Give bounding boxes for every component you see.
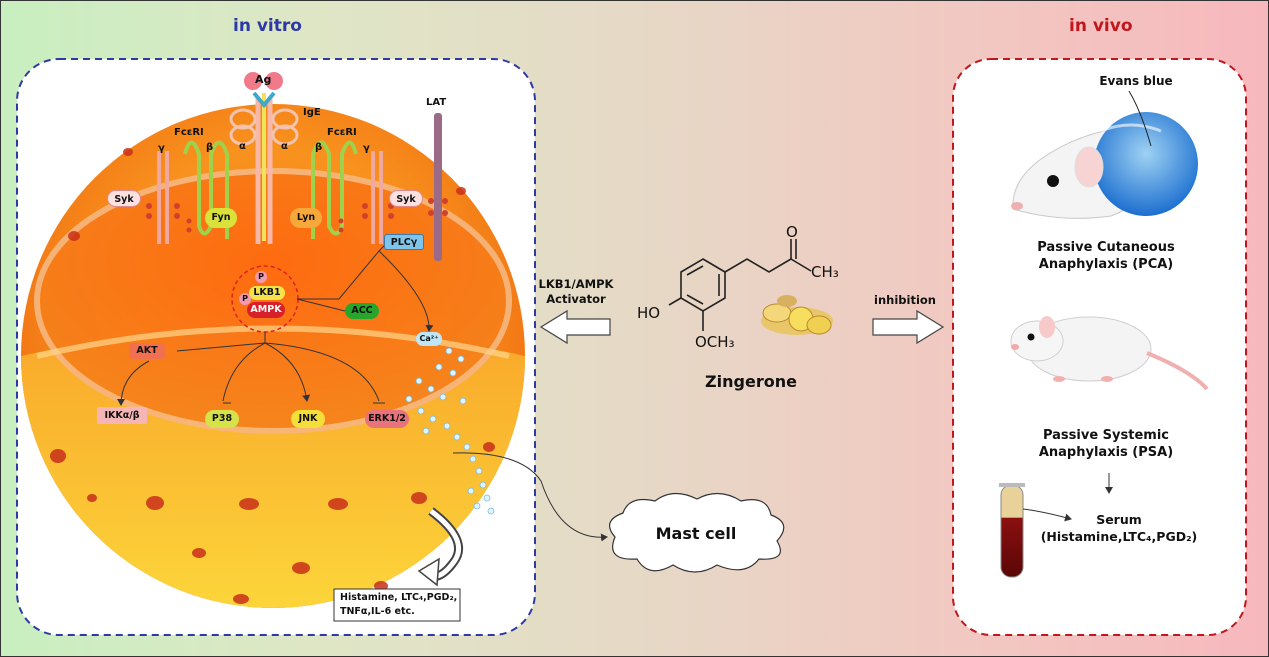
syk-right-node: Syk [389, 190, 423, 207]
beta-right-label: β [315, 142, 323, 153]
lat-label: LAT [426, 97, 447, 108]
alpha-right-label: α [281, 141, 288, 152]
pca-label-line1: Passive Cutaneous [1037, 240, 1175, 255]
syk-left-node: Syk [107, 190, 141, 207]
activator-label: LKB1/AMPK Activator [531, 277, 621, 307]
lkb1-node: LKB1 [249, 286, 285, 300]
activator-label-line1: LKB1/AMPK [538, 277, 614, 291]
in-vitro-title: in vitro [233, 16, 302, 36]
evans-blue-label: Evans blue [1099, 74, 1173, 88]
psa-label: Passive Systemic Anaphylaxis (PSA) [1001, 427, 1211, 461]
plc-gamma-node: PLCγ [384, 234, 424, 250]
serum-label-line2: (Histamine,LTC₄,PGD₂) [1040, 529, 1198, 544]
akt-node: AKT [129, 343, 165, 359]
ikk-node: IKKα/β [97, 407, 147, 424]
mast-cell-label: Mast cell [655, 524, 737, 543]
erk-node: ERK1/2 [365, 410, 409, 428]
zingerone-structure [668, 239, 812, 331]
compound-name: Zingerone [705, 372, 797, 391]
fceri-right-label: FcεRI [327, 127, 357, 138]
chem-ch3-label: CH₃ [811, 263, 839, 281]
serum-label: Serum (Histamine,LTC₄,PGD₂) [1029, 511, 1209, 545]
gamma-left-label: γ [158, 143, 165, 154]
chem-o-label: O [786, 223, 798, 241]
psa-mouse-image [1010, 316, 1209, 391]
phospho-ampk-marker: P [239, 293, 251, 305]
activator-label-line2: Activator [546, 292, 606, 306]
ige-coils [229, 108, 299, 146]
beta-left-label: β [206, 142, 214, 153]
pca-label-line2: Anaphylaxis (PCA) [1038, 257, 1174, 272]
acc-node: ACC [345, 303, 379, 319]
fceri-left-label: FcεRI [174, 127, 204, 138]
calcium-node: Ca²⁺ [416, 332, 442, 346]
inhibition-arrow [872, 309, 945, 345]
ampk-node: AMPK [247, 302, 285, 318]
signal-lines [117, 244, 608, 542]
mediators-box [333, 588, 461, 622]
jnk-node: JNK [291, 410, 325, 428]
alpha-left-label: α [239, 141, 246, 152]
granules [50, 148, 495, 604]
receptor-chains [157, 93, 383, 244]
mediators-line2: TNFα,IL-6 etc. [340, 606, 415, 617]
gamma-right-label: γ [363, 143, 370, 154]
chem-ho-label: HO [637, 304, 661, 322]
calcium-particles [405, 347, 495, 515]
antigen-label: Ag [255, 73, 272, 86]
activator-arrow [539, 309, 611, 345]
lat-bar [434, 113, 442, 261]
inhibition-label: inhibition [874, 293, 936, 307]
lyn-node: Lyn [290, 208, 322, 228]
psa-label-line2: Anaphylaxis (PSA) [1038, 445, 1174, 460]
in-vivo-title: in vivo [1069, 16, 1133, 36]
psa-label-line1: Passive Systemic [1042, 428, 1169, 443]
evans-blue-ear [1094, 112, 1198, 216]
pca-mouse-image [1011, 112, 1198, 219]
fyn-node: Fyn [205, 208, 237, 228]
serum-label-line1: Serum [1096, 512, 1142, 527]
ginger-image [761, 295, 833, 335]
p38-node: P38 [205, 410, 239, 428]
pca-label: Passive Cutaneous Anaphylaxis (PCA) [1001, 239, 1211, 273]
chem-och3-label: OCH₃ [695, 333, 735, 351]
mediators-line1: Histamine, LTC₄,PGD₂, [340, 592, 458, 603]
ige-label: IgE [303, 107, 321, 118]
serum-tube-image [999, 483, 1025, 578]
mast-cell-cloud [608, 492, 785, 573]
phospho-lkb1-marker: P [255, 271, 267, 283]
